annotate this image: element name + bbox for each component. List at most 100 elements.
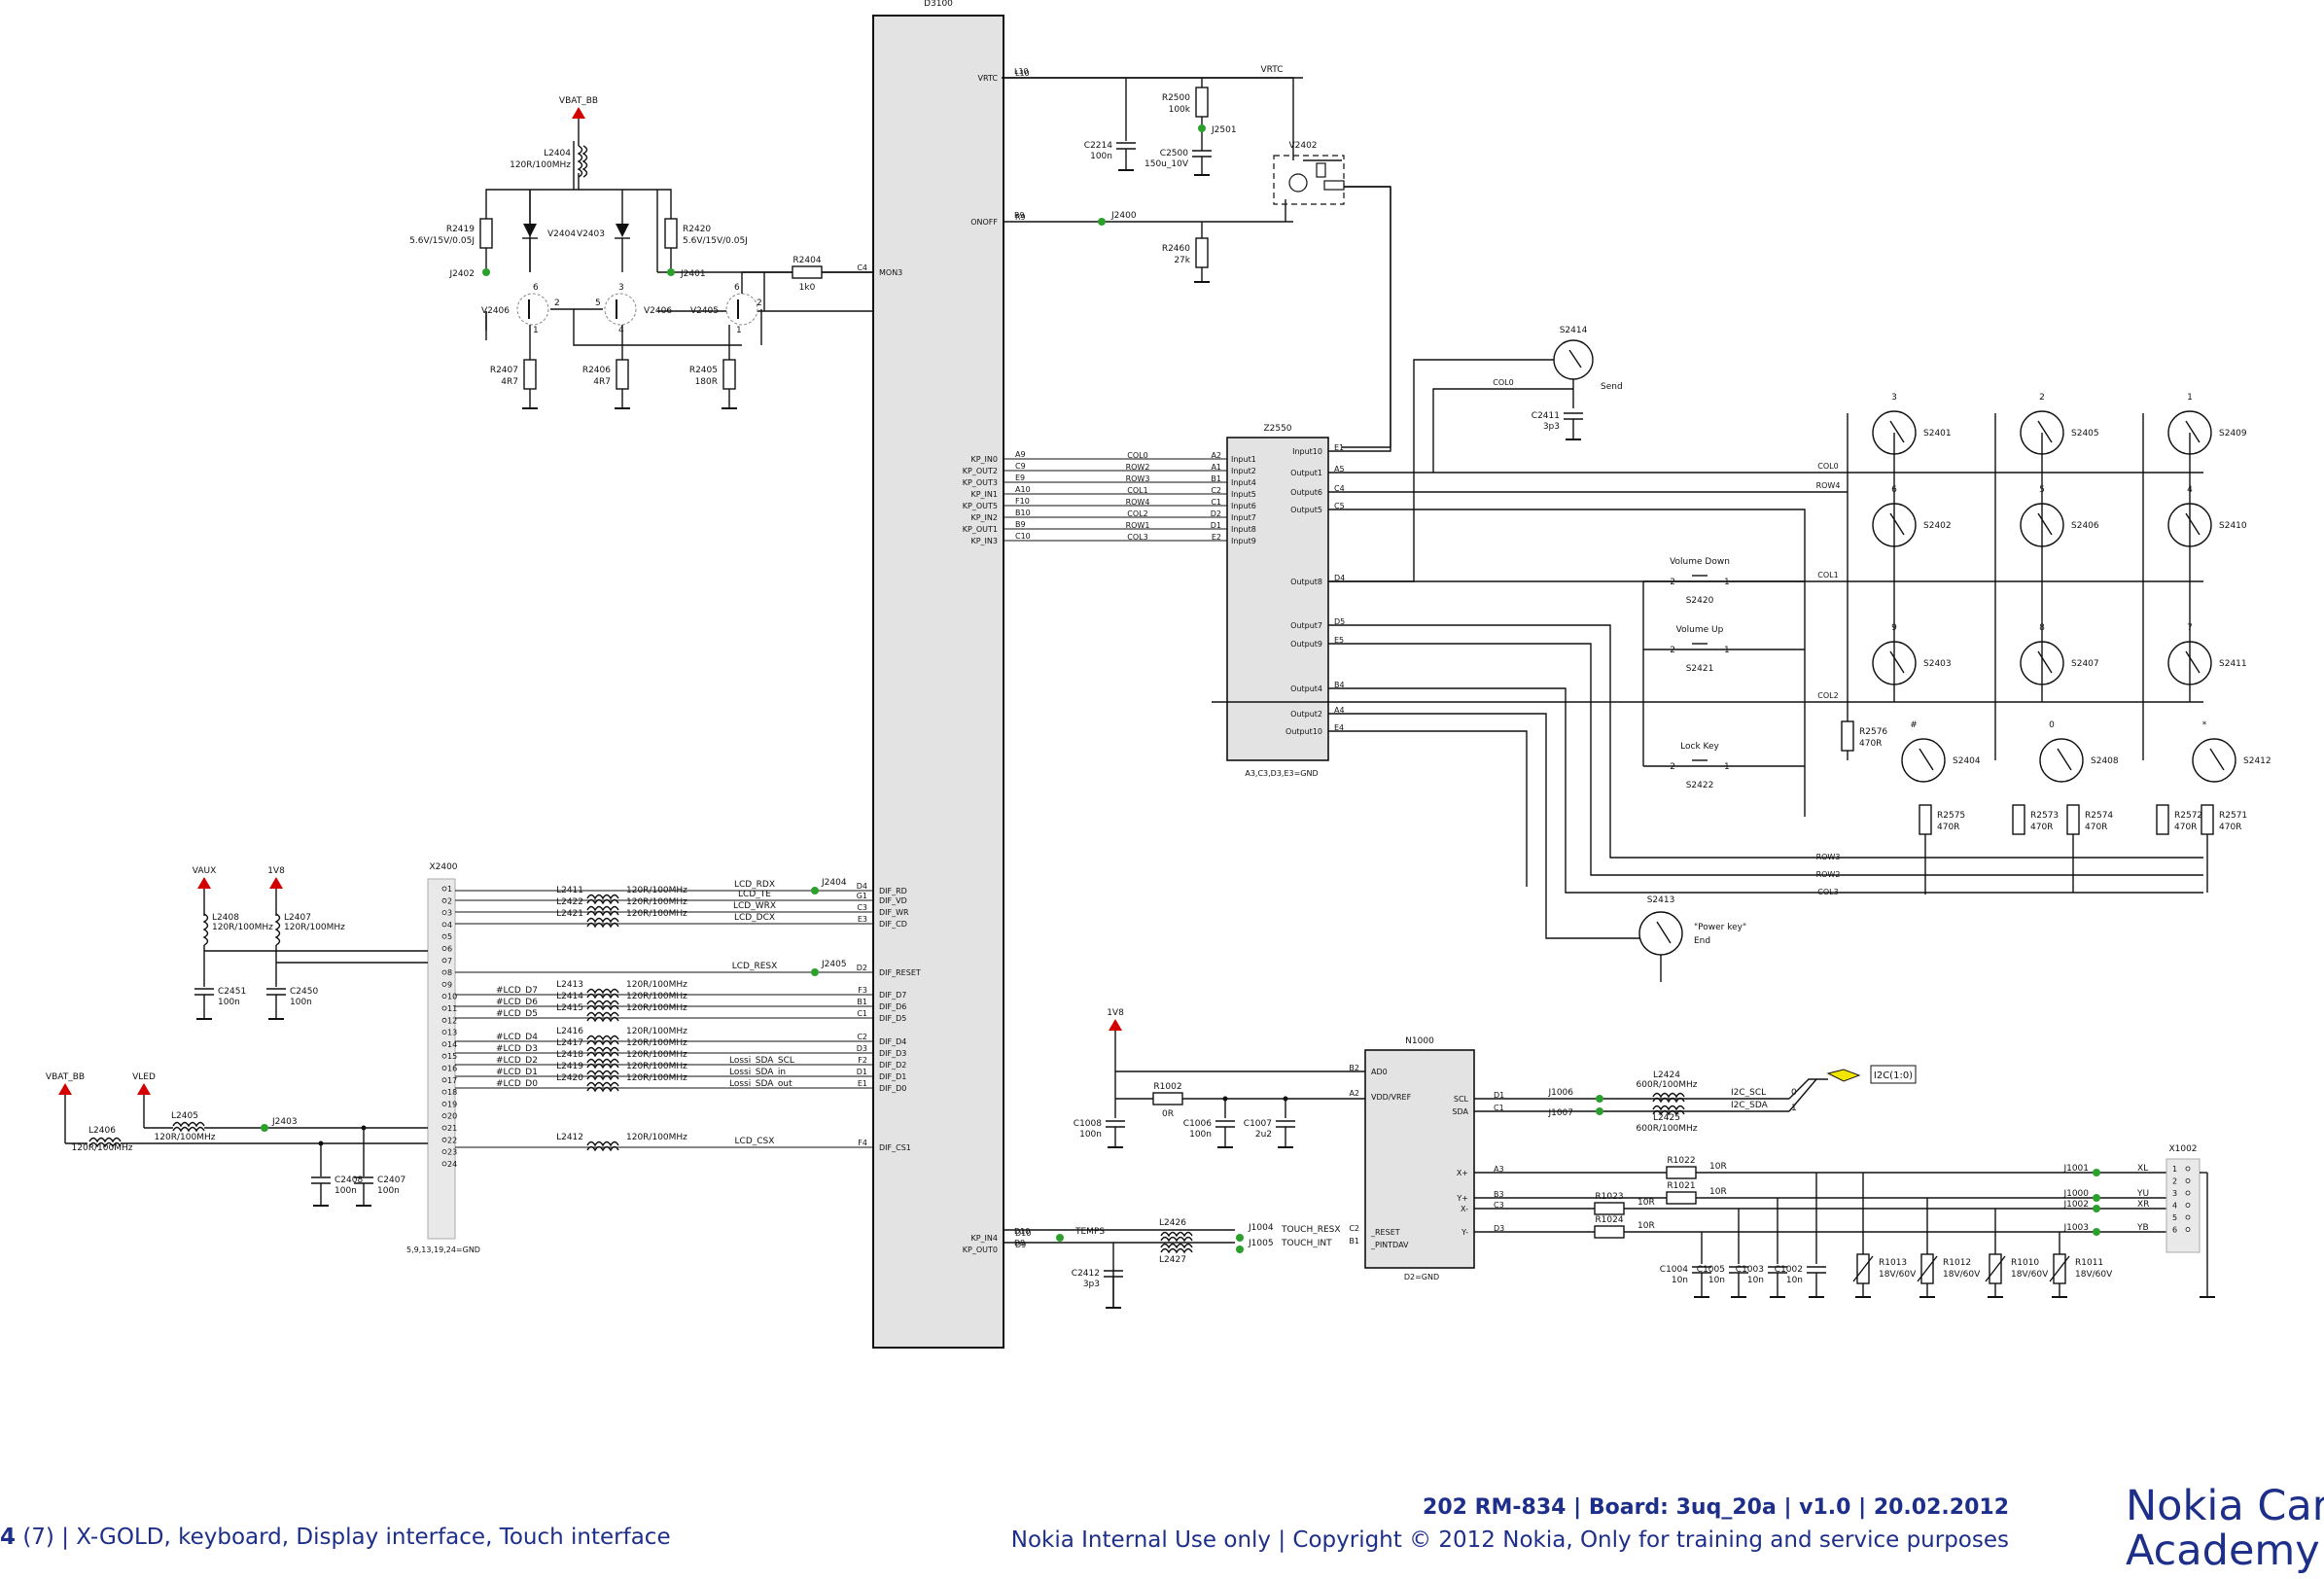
z2550-pin-output1: Output1 <box>1290 469 1322 477</box>
z2550-pin-num: B4 <box>1334 681 1345 689</box>
n1000-pin: SDA <box>1452 1107 1468 1116</box>
d3100-pin-dif_d7: DIF_D7 <box>879 991 906 1000</box>
i2c-scl-label: I2C_SCL <box>1731 1088 1766 1098</box>
v2402-ref: V2402 <box>1288 141 1317 151</box>
r2407-value: 4R7 <box>501 377 518 387</box>
wire <box>1889 512 1905 536</box>
x2400-pin: 7 <box>447 957 452 965</box>
lcd-line-13-inductor-icon <box>586 1140 619 1151</box>
lcd-net-label: LCD_DCX <box>734 913 775 923</box>
x2400-pin-contact <box>441 1053 447 1059</box>
z2550-pin-num: B1 <box>1211 474 1221 483</box>
z2550-net-row3: ROW3 <box>1126 474 1150 483</box>
r2419-value: 5.6V/15V/0.05J <box>409 236 475 246</box>
pin: 2 <box>554 298 560 308</box>
n1000-pin-num: D1 <box>1494 1091 1504 1100</box>
n1000-pin: X- <box>1461 1205 1468 1213</box>
d3100-pin-dif_rd: DIF_RD <box>879 887 907 895</box>
n1000-pin-num: B3 <box>1494 1190 1504 1199</box>
r1013-ref: R1013 <box>1879 1258 1907 1268</box>
z2550-net-col2: COL2 <box>1127 509 1147 518</box>
d3100-pin-num: E9 <box>1015 474 1025 482</box>
d3100-pin-num: C10 <box>1015 532 1031 541</box>
v2404-led-icon <box>523 224 537 237</box>
d3100-pin-kp_in3: KP_IN3 <box>970 537 998 545</box>
x2400-pin: 14 <box>447 1040 457 1049</box>
d3100-pin-num: D3 <box>857 1044 867 1053</box>
schematic-canvas: D3100VRTCL10ONOFFR9KP_IN0A9KP_OUT2C9KP_O… <box>46 0 2271 1349</box>
x2400-pin: 11 <box>447 1004 457 1013</box>
x2400-pin-contact <box>441 886 447 892</box>
z2550-net-col1: COL1 <box>1127 486 1147 495</box>
z2550-pin-num: A4 <box>1334 706 1345 715</box>
x1002-ref: X1002 <box>2168 1144 2197 1154</box>
wire <box>485 173 580 219</box>
vbat-bb-2-arrow-icon <box>57 1082 73 1123</box>
c1002-ref: C1002 <box>1775 1265 1803 1275</box>
d3100-pin-num: D4 <box>857 882 867 891</box>
z2550-net-col3: COL3 <box>1127 533 1147 542</box>
pin: L10 <box>1014 67 1029 76</box>
lcd-line-1-inductor-icon <box>586 894 619 904</box>
wire-junction <box>318 1140 324 1146</box>
c2500-ref: C2500 <box>1160 149 1188 158</box>
d3100-pin-num: F3 <box>858 986 867 995</box>
keypad-switch-ref: S2410 <box>2219 521 2247 531</box>
r2575-resistor <box>1919 804 1932 835</box>
r1024-ref: R1024 <box>1595 1215 1623 1225</box>
net-row3: ROW3 <box>1816 853 1841 861</box>
keypad-key-label: 3 <box>1891 393 1897 403</box>
j2403-test-point <box>261 1124 268 1132</box>
r2404-ref: R2404 <box>792 256 821 265</box>
r2572-resistor <box>2156 804 2169 835</box>
lcd-line-3-value: 120R/100MHz <box>626 909 687 919</box>
r2575-ref: R2575 <box>1937 811 1965 821</box>
d3100-pin-dif_d3: DIF_D3 <box>879 1049 906 1058</box>
j1001-ref: J1001 <box>2062 1164 2089 1174</box>
r2574-ref: R2574 <box>2085 811 2113 821</box>
x1002-pin-contact <box>2185 1166 2191 1172</box>
c1008-ref: C1008 <box>1074 1119 1102 1129</box>
lcd-line-6-ref: L2414 <box>556 992 583 1001</box>
j1001-pad-label: XL <box>2137 1164 2148 1174</box>
lcd-line-7-ref: L2415 <box>556 1003 583 1013</box>
nokia-care-academy-logo: Nokia Care Academy <box>2126 1484 2324 1573</box>
wire <box>1328 359 1554 582</box>
x2400-pin-contact <box>441 946 447 951</box>
l2408-value: 120R/100MHz <box>212 923 273 932</box>
d3100-pin-num: B9 <box>1015 520 1026 529</box>
x1002-pin: 1 <box>2172 1165 2177 1174</box>
wire <box>2057 748 2072 771</box>
d3100-pin-dif_d6: DIF_D6 <box>879 1002 906 1011</box>
c2451-value: 100n <box>218 998 240 1007</box>
x2400-pin-contact <box>441 969 447 975</box>
s2414-label: Send <box>1601 382 1623 392</box>
net-col0: COL0 <box>1817 462 1838 471</box>
wire <box>2049 1255 2070 1282</box>
d3100-pin-dif_d1: DIF_D1 <box>879 1072 906 1081</box>
x2400-pin: 20 <box>447 1112 457 1121</box>
d3100-pin-num: D1 <box>857 1068 867 1076</box>
r1013-value: 18V/60V <box>1879 1270 1917 1280</box>
v2403-ref: V2403 <box>577 229 605 239</box>
x2400-pin: 10 <box>447 993 457 1001</box>
l2424-ref: L2424 <box>1653 1070 1680 1080</box>
n1000-pin: _RESET <box>1370 1228 1400 1237</box>
l2408-ref: L2408 <box>212 913 239 923</box>
d3100-pin-kp_out5: KP_OUT5 <box>963 502 998 510</box>
c2407-value: 100n <box>377 1186 400 1196</box>
lcd-net-label: #LCD_D1 <box>496 1068 538 1077</box>
vled-arrow-icon <box>136 1082 152 1123</box>
v2406b-ref: V2406 <box>644 306 672 316</box>
keypad-switch-ref: S2412 <box>2243 756 2271 766</box>
d3100-pin-num: F4 <box>858 1139 867 1147</box>
j1007-test-point <box>1596 1107 1603 1115</box>
n1000-pin-num: A2 <box>1349 1089 1359 1098</box>
j1004-test-point <box>1236 1234 1244 1242</box>
keypad-switch-ref: S2411 <box>2219 659 2247 669</box>
z2550-pin-num: C1 <box>1211 498 1221 507</box>
d3100-pin-dif_d4: DIF_D4 <box>879 1037 906 1046</box>
n1000-pin-num: C3 <box>1494 1201 1504 1210</box>
d3100-pin-num: F10 <box>1015 497 1030 506</box>
vaux-arrow-icon <box>196 876 212 917</box>
